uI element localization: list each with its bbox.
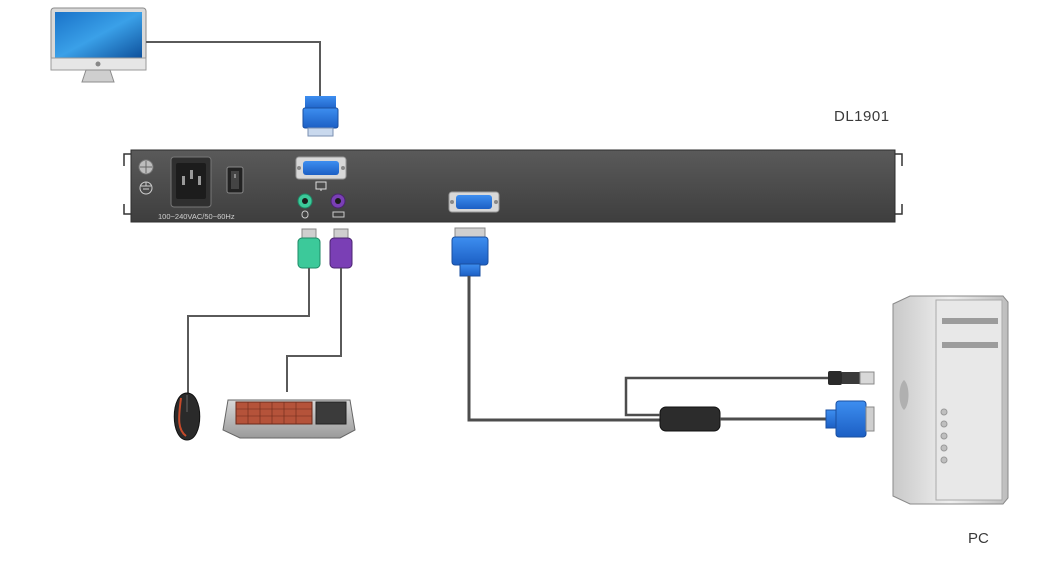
monitor-port-icon bbox=[315, 181, 327, 191]
keyboard-icon bbox=[222, 399, 356, 439]
kvm-chassis: 100~240VAC/50~60Hz bbox=[123, 149, 903, 223]
usb-plug-icon bbox=[828, 371, 875, 385]
device-model-label: DL1901 bbox=[834, 108, 890, 125]
power-rating-text: 100~240VAC/50~60Hz bbox=[158, 212, 235, 221]
pc-label: PC bbox=[968, 530, 989, 547]
power-switch-icon bbox=[226, 166, 244, 194]
monitor-cable bbox=[146, 41, 321, 98]
fan-icon bbox=[138, 159, 154, 175]
pc-tower-icon bbox=[892, 295, 1009, 505]
ps2-keyboard-port bbox=[330, 193, 346, 218]
pc-side-vga-plug bbox=[825, 400, 875, 438]
console-vga-port bbox=[295, 156, 347, 180]
monitor-vga-plug bbox=[302, 96, 339, 137]
cable-splitter bbox=[659, 406, 721, 432]
ground-icon bbox=[139, 181, 153, 195]
ps2-mouse-plug bbox=[297, 228, 321, 269]
pc-vga-plug bbox=[451, 227, 489, 277]
monitor-icon bbox=[50, 7, 147, 83]
usb-branch-cable bbox=[624, 376, 828, 417]
ps2-mouse-port bbox=[297, 193, 313, 219]
mouse-cable bbox=[187, 268, 310, 395]
ps2-keyboard-plug bbox=[329, 228, 353, 269]
mouse-icon bbox=[173, 392, 201, 441]
keyboard-cable bbox=[286, 268, 342, 392]
power-inlet-icon bbox=[170, 156, 212, 208]
pc-vga-port bbox=[448, 191, 500, 213]
pc-cable-main bbox=[467, 276, 660, 422]
